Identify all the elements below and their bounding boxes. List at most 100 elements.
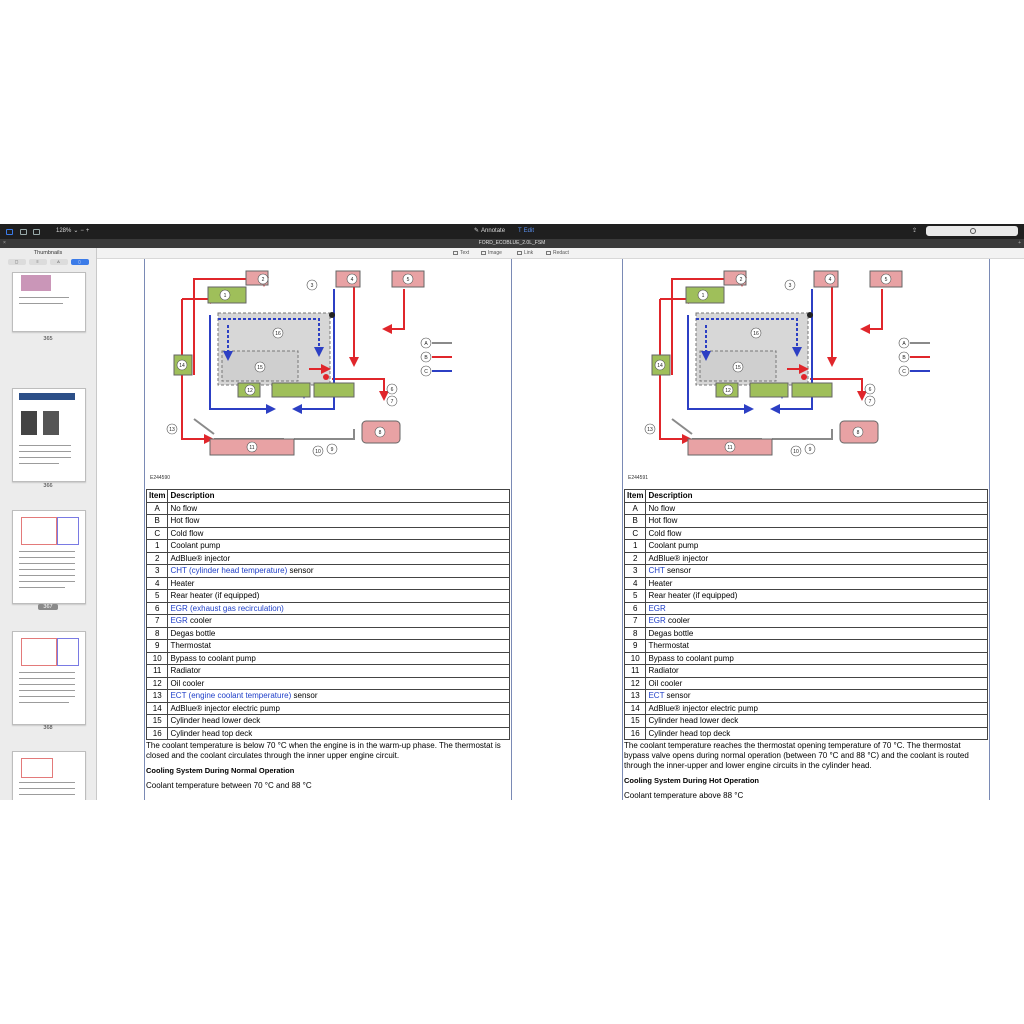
item-cell: B bbox=[623, 514, 647, 528]
item-cell: 3 bbox=[145, 564, 169, 578]
tab-outline[interactable]: ≡ bbox=[28, 259, 47, 265]
cold-flow-line bbox=[218, 318, 324, 357]
glossary-link[interactable]: EGR bbox=[648, 603, 666, 613]
hot-flow-line bbox=[193, 274, 266, 375]
callout-circle bbox=[386, 383, 398, 395]
zoom-out-button[interactable]: − bbox=[80, 228, 84, 234]
section-heading: Cooling System During Normal Operation bbox=[146, 766, 295, 775]
zoom-in-button[interactable]: + bbox=[85, 228, 90, 234]
callout-circle bbox=[374, 426, 386, 438]
callout-label: 10 bbox=[793, 449, 799, 455]
image-tool-button[interactable]: Image bbox=[481, 250, 502, 256]
link-tool-button[interactable]: Link bbox=[517, 250, 533, 256]
page-thumbnail[interactable] bbox=[12, 751, 86, 800]
no-flow-line bbox=[772, 429, 833, 440]
description-cell: Cold flow bbox=[645, 526, 988, 540]
callout-label: 15 bbox=[735, 365, 741, 371]
redact-tool-icon bbox=[546, 251, 551, 255]
thumbnail-page-number: 366 bbox=[43, 483, 53, 489]
text-tool-button[interactable]: Text bbox=[453, 250, 469, 256]
callout-label: 8 bbox=[857, 430, 860, 436]
document-tab-bar: × FORD_ECOBLUE_2.0L_FSM + bbox=[0, 239, 1024, 248]
callout-label: 2 bbox=[262, 277, 265, 283]
callout-circle bbox=[272, 327, 284, 339]
description-cell: Thermostat bbox=[645, 639, 988, 653]
grid-view-icon[interactable] bbox=[20, 227, 27, 236]
tab-thumbnails[interactable]: ▢ bbox=[7, 259, 26, 265]
glossary-link[interactable]: CHT bbox=[648, 566, 665, 576]
callout-label: 6 bbox=[869, 387, 872, 393]
page-thumbnail-selected[interactable] bbox=[12, 510, 86, 604]
edit-button[interactable]: T Edit bbox=[518, 227, 534, 236]
figure-id: E244590 bbox=[150, 475, 171, 481]
glossary-link[interactable]: EGR bbox=[648, 616, 666, 626]
item-cell: 10 bbox=[623, 651, 647, 665]
callout-circle bbox=[724, 441, 736, 453]
tab-bookmarks[interactable]: ▯ bbox=[70, 259, 89, 265]
callout-label: 1 bbox=[702, 293, 705, 299]
zoom-control[interactable]: 128% ⌄ − + bbox=[56, 227, 89, 236]
callout-circle bbox=[402, 273, 414, 285]
callout-circle bbox=[326, 443, 338, 455]
link-tool-icon bbox=[517, 251, 522, 255]
text-edit-icon: T bbox=[518, 228, 522, 234]
callout-circle bbox=[246, 441, 258, 453]
callout-circle bbox=[864, 395, 876, 407]
description-header: Description bbox=[645, 489, 988, 503]
pen-icon: ✎ bbox=[474, 228, 480, 234]
callout-circle bbox=[254, 361, 266, 373]
callout-circle bbox=[852, 426, 864, 438]
cold-flow-line bbox=[687, 315, 754, 414]
page-thumbnail[interactable] bbox=[12, 272, 86, 332]
callout-circle bbox=[864, 383, 876, 395]
annotate-button[interactable]: ✎ Annotate bbox=[474, 227, 505, 236]
description-cell: Radiator bbox=[167, 664, 510, 678]
thumbnail-page-number: 365 bbox=[43, 336, 53, 342]
callout-circle bbox=[654, 359, 666, 371]
hot-flow-line bbox=[860, 289, 883, 334]
redact-tool-button[interactable]: Redact bbox=[546, 250, 569, 256]
cht-sensor-dot bbox=[807, 312, 813, 318]
glossary-link[interactable]: ECT (engine coolant temperature) bbox=[170, 691, 292, 701]
callout-label: 16 bbox=[753, 331, 759, 337]
share-icon[interactable]: ⇪ bbox=[912, 228, 918, 234]
sidebar-title: Thumbnails bbox=[33, 250, 63, 256]
new-tab-icon[interactable]: + bbox=[1018, 240, 1021, 246]
callout-label: 4 bbox=[351, 277, 354, 283]
description-cell: Bypass to coolant pump bbox=[645, 651, 988, 665]
glossary-link[interactable]: EGR (exhaust gas recirculation) bbox=[170, 603, 284, 613]
page-thumbnail[interactable] bbox=[12, 631, 86, 725]
glossary-link[interactable]: ECT bbox=[648, 691, 665, 701]
callout-label: 13 bbox=[647, 427, 653, 433]
item-cell: A bbox=[145, 501, 169, 515]
chevron-down-icon[interactable]: ⌄ bbox=[73, 228, 79, 234]
page-view-icon[interactable] bbox=[33, 227, 40, 236]
item-cell: 11 bbox=[145, 664, 169, 678]
item-cell: 12 bbox=[623, 676, 647, 690]
search-input[interactable] bbox=[926, 226, 1018, 236]
glossary-link[interactable]: CHT (cylinder head temperature) bbox=[170, 566, 288, 576]
page-thumbnail[interactable] bbox=[12, 388, 86, 482]
item-cell: 8 bbox=[145, 626, 169, 640]
close-tab-icon[interactable]: × bbox=[3, 240, 6, 246]
sidebar-toggle-icon[interactable] bbox=[6, 227, 13, 236]
item-cell: 2 bbox=[145, 551, 169, 565]
description-cell: CHT (cylinder head temperature) sensor bbox=[167, 564, 510, 578]
callout-label: 2 bbox=[740, 277, 743, 283]
tab-annotations[interactable]: A bbox=[49, 259, 68, 265]
description-cell: Cylinder head lower deck bbox=[645, 714, 988, 728]
item-cell: 6 bbox=[623, 601, 647, 615]
glossary-link[interactable]: EGR bbox=[170, 616, 188, 626]
cold-flow-line bbox=[209, 315, 276, 414]
description-cell: Radiator bbox=[645, 664, 988, 678]
